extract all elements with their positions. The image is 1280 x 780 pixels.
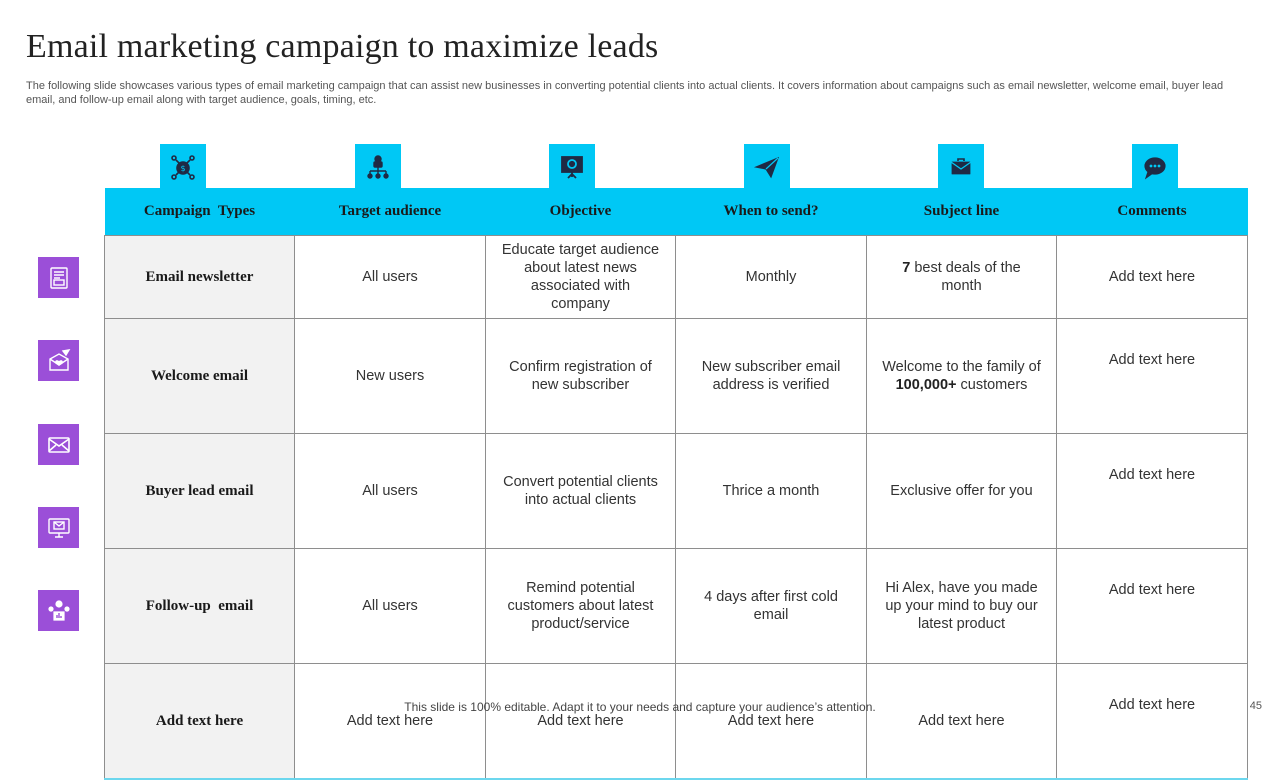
- table-row: Email newsletter All users Educate targe…: [104, 235, 1248, 319]
- page-number: 45: [1249, 700, 1262, 712]
- campaign-type-cell: Welcome email: [104, 318, 295, 434]
- chat-bubble-icon: [1131, 143, 1179, 191]
- audience-cell: All users: [294, 548, 486, 664]
- audience-cell: Add text here: [294, 663, 486, 780]
- money-bag-network-icon: $: [159, 143, 207, 191]
- audience-cell: All users: [294, 235, 486, 319]
- objective-cell: Educate target audience about latest new…: [485, 235, 676, 319]
- campaign-table: Campaign Types Target audience Objective…: [104, 188, 1248, 780]
- campaign-type-cell: Add text here: [104, 663, 295, 780]
- comment-cell: Add text here: [1056, 548, 1248, 664]
- header-subject-line: Subject line: [866, 188, 1057, 236]
- table-row: Welcome email New users Confirm registra…: [104, 318, 1248, 434]
- monitor-email-icon: [38, 507, 79, 548]
- objective-cell: Add text here: [485, 663, 676, 780]
- presentation-board-icon: [548, 143, 596, 191]
- subject-cell: 7 best deals of the month: [866, 235, 1057, 319]
- comment-cell: Add text here: [1056, 663, 1248, 780]
- objective-cell: Remind potential customers about latest …: [485, 548, 676, 664]
- campaign-type-cell: Email newsletter: [104, 235, 295, 319]
- when-cell: Thrice a month: [675, 433, 867, 549]
- when-cell: Monthly: [675, 235, 867, 319]
- paper-plane-icon: [743, 143, 791, 191]
- header-comments: Comments: [1056, 188, 1248, 236]
- audience-cell: All users: [294, 433, 486, 549]
- open-envelope-icon: [38, 424, 79, 465]
- comment-cell: Add text here: [1056, 235, 1248, 319]
- when-cell: New subscriber email address is verified: [675, 318, 867, 434]
- subject-cell: Exclusive offer for you: [866, 433, 1057, 549]
- heart-envelope-icon: [38, 340, 79, 381]
- hierarchy-org-icon: [354, 143, 402, 191]
- comment-cell: Add text here: [1056, 433, 1248, 549]
- subject-cell: Welcome to the family of 100,000+ custom…: [866, 318, 1057, 434]
- user-network-icon: [38, 590, 79, 631]
- table-header-row: Campaign Types Target audience Objective…: [104, 188, 1248, 236]
- comment-cell: Add text here: [1056, 318, 1248, 434]
- slide-title: Email marketing campaign to maximize lea…: [26, 28, 659, 65]
- audience-cell: New users: [294, 318, 486, 434]
- table-row: Follow-up email All users Remind potenti…: [104, 548, 1248, 664]
- campaign-type-cell: Follow-up email: [104, 548, 295, 664]
- slide-footer: This slide is 100% editable. Adapt it to…: [404, 700, 876, 714]
- header-campaign-types: Campaign Types: [104, 188, 295, 236]
- campaign-type-cell: Buyer lead email: [104, 433, 295, 549]
- subject-cell: Hi Alex, have you made up your mind to b…: [866, 548, 1057, 664]
- when-cell: 4 days after first cold email: [675, 548, 867, 664]
- header-target-audience: Target audience: [294, 188, 486, 236]
- when-cell: Add text here: [675, 663, 867, 780]
- envelope-icon: [937, 143, 985, 191]
- slide-subtitle: The following slide showcases various ty…: [26, 80, 1224, 106]
- objective-cell: Convert potential clients into actual cl…: [485, 433, 676, 549]
- table-row: Add text here Add text here Add text her…: [104, 663, 1248, 780]
- subject-cell: Add text here: [866, 663, 1057, 780]
- header-objective: Objective: [485, 188, 676, 236]
- newsletter-icon: [38, 257, 79, 298]
- objective-cell: Confirm registration of new subscriber: [485, 318, 676, 434]
- table-row: Buyer lead email All users Convert poten…: [104, 433, 1248, 549]
- svg-text:$: $: [180, 164, 185, 173]
- header-when-to-send: When to send?: [675, 188, 867, 236]
